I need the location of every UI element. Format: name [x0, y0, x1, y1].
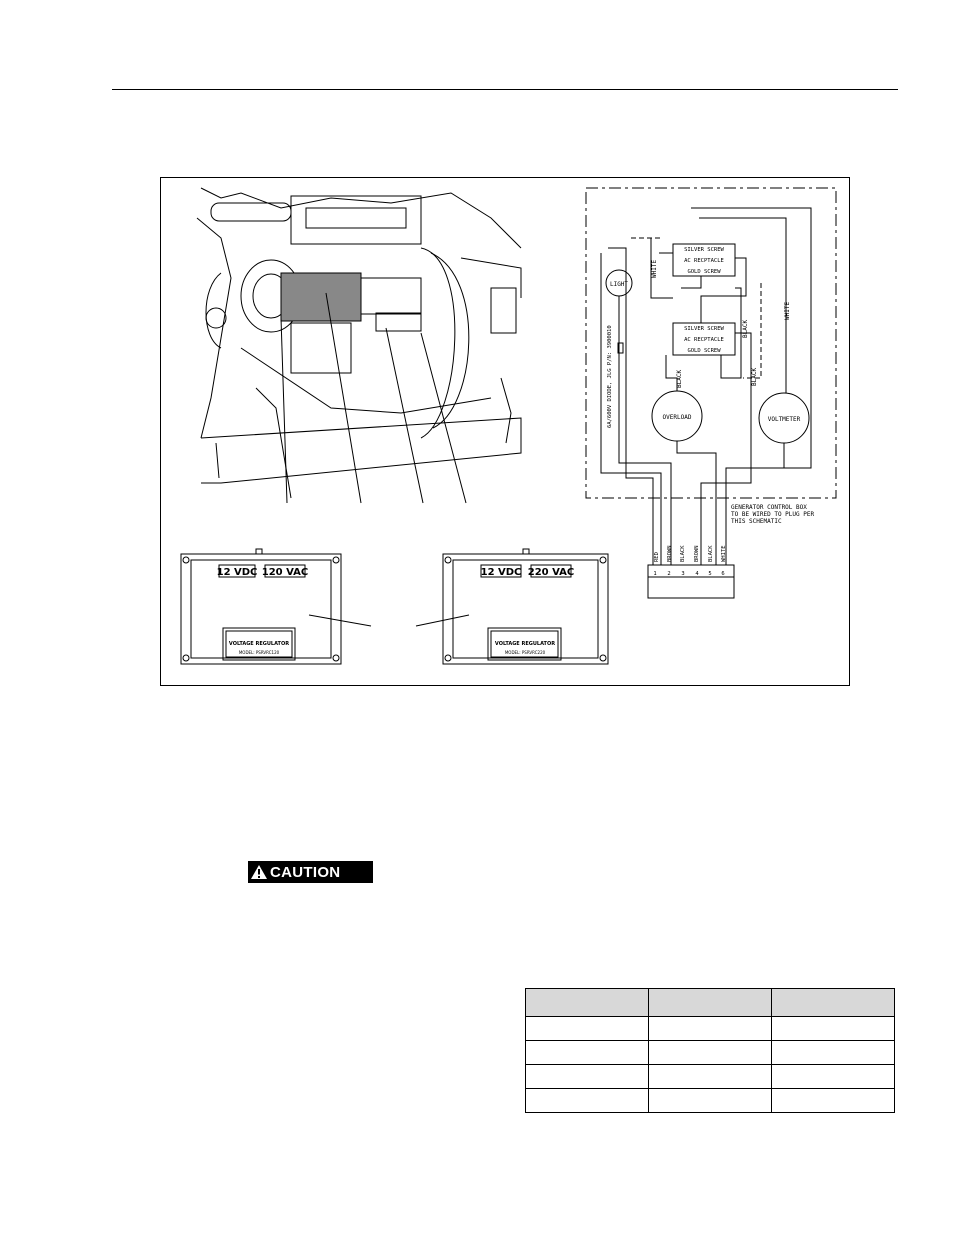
left-plate-title: VOLTAGE REGULATOR — [229, 641, 289, 647]
diode-label: 6A/600V DIODE, JLG P/N: 3900010 — [607, 325, 613, 428]
header-rule — [112, 89, 898, 90]
right-plate-title: VOLTAGE REGULATOR — [495, 641, 555, 647]
table-row — [525, 1040, 895, 1065]
wire-white-2: WHITE — [784, 302, 791, 320]
table-cell — [648, 1040, 772, 1065]
table-cell — [648, 1088, 772, 1113]
plug-wire-5: BLACK — [708, 545, 714, 562]
voltmeter-label: VOLTMETER — [768, 416, 801, 423]
table-header-cell — [525, 988, 649, 1017]
caution-label: CAUTION — [270, 863, 341, 881]
table-row — [525, 1088, 895, 1113]
right-ac-label: 220 VAC — [528, 567, 575, 578]
table-cell — [771, 1088, 895, 1113]
plug-pin-4: 4 — [695, 571, 699, 577]
table-cell — [771, 1016, 895, 1041]
right-plate-model: MODEL: PSRVRC220 — [505, 650, 546, 655]
generator-illustration — [196, 187, 522, 504]
note-line1: GENERATOR CONTROL BOX — [731, 504, 807, 511]
regulator-box-left: 12 VDC 120 VAC VOLTAGE REGULATOR MODEL: … — [180, 548, 342, 665]
overload-label: OVERLOAD — [663, 414, 692, 421]
wire-black-3: BLACK — [676, 370, 683, 388]
plug-pin-5: 5 — [708, 571, 711, 577]
leader-line-left — [308, 614, 372, 627]
table-header-cell — [648, 988, 772, 1017]
note-line2: TO BE WIRED TO PLUG PER — [731, 511, 814, 518]
left-plate-model: MODEL: PSRVRC120 — [239, 650, 280, 655]
plug-pin-1: 1 — [653, 571, 656, 577]
table-cell — [525, 1088, 649, 1113]
table-cell — [525, 1064, 649, 1089]
plug-wire-2: BROWN — [667, 545, 673, 562]
wire-white-1: WHITE — [651, 260, 658, 278]
table-cell — [771, 1064, 895, 1089]
table-cell — [648, 1016, 772, 1041]
figure-drawing: 12 VDC 120 VAC VOLTAGE REGULATOR MODEL: … — [180, 187, 837, 665]
table-row — [525, 1064, 895, 1089]
table-cell — [525, 1016, 649, 1041]
table-cell — [771, 1040, 895, 1065]
note-line3: THIS SCHEMATIC — [731, 518, 782, 525]
data-table — [525, 988, 895, 1113]
wiring-schematic: SILVER SCREW AC RECPTACLE GOLD SCREW SIL… — [585, 187, 837, 599]
regulator-box-right: 12 VDC 220 VAC VOLTAGE REGULATOR MODEL: … — [442, 548, 609, 665]
rec-top-line3: GOLD SCREW — [687, 269, 721, 275]
rec-top-line1: SILVER SCREW — [684, 247, 724, 253]
rec-bottom-line2: AC RECPTACLE — [684, 337, 724, 343]
plug-wire-4: BROWN — [694, 545, 700, 562]
warning-icon — [248, 861, 270, 883]
table-cell — [525, 1040, 649, 1065]
rec-top-line2: AC RECPTACLE — [684, 258, 724, 264]
table-cell — [648, 1064, 772, 1089]
left-dc-label: 12 VDC — [217, 567, 258, 578]
plug-wire-6: WHITE — [721, 545, 727, 562]
table-header-row — [525, 988, 895, 1017]
plug-wire-1: RED — [654, 552, 660, 562]
rec-bottom-line1: SILVER SCREW — [684, 326, 724, 332]
rec-bottom-line3: GOLD SCREW — [687, 348, 721, 354]
plug-pin-6: 6 — [721, 571, 724, 577]
table-header-cell — [771, 988, 895, 1017]
right-dc-label: 12 VDC — [481, 567, 522, 578]
plug-pin-3: 3 — [681, 571, 684, 577]
table-row — [525, 1016, 895, 1041]
left-ac-label: 120 VAC — [262, 567, 309, 578]
caution-banner: CAUTION — [248, 861, 373, 883]
wire-black-1: BLACK — [742, 320, 749, 338]
plug-pin-2: 2 — [667, 571, 670, 577]
generator-figure: 12 VDC 120 VAC VOLTAGE REGULATOR MODEL: … — [160, 177, 850, 686]
leader-line-right — [415, 614, 470, 627]
light-label: LIGHT — [610, 281, 628, 288]
wire-black-2: BLACK — [751, 368, 758, 386]
plug-wire-3: BLACK — [680, 545, 686, 562]
